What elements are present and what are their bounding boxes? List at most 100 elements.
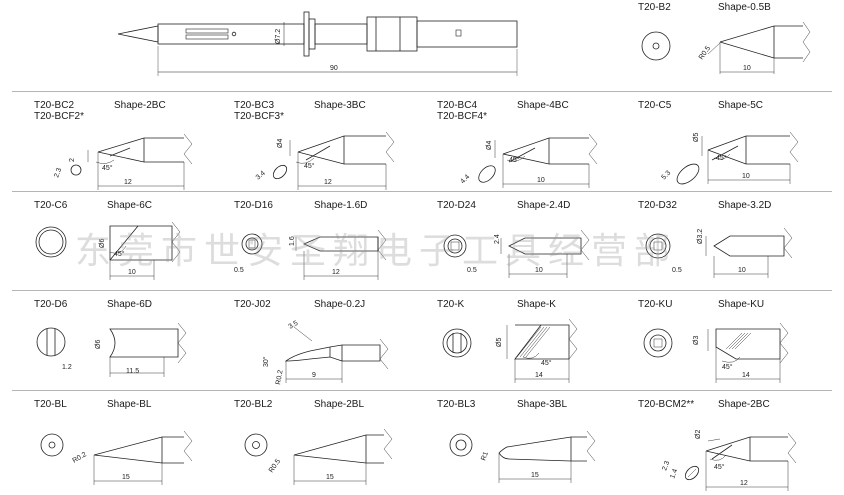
row-divider: [12, 390, 832, 391]
tip-shape-label: Shape-2BL: [314, 399, 365, 410]
dimension-label: R0.5: [268, 458, 282, 474]
tip-model-label: T20-D6: [34, 299, 68, 310]
tip-shape-label: Shape-3BC: [314, 100, 366, 111]
tip-model-label: T20-BL3: [437, 399, 476, 410]
dimension-label: 45°: [716, 154, 727, 162]
tip-model-label: T20-C5: [638, 100, 672, 111]
dimension-label: 10: [535, 267, 543, 274]
row-divider: [12, 91, 832, 92]
dimension-label: 15: [326, 474, 334, 481]
dimension-label: 10: [742, 173, 750, 180]
tip-model-label: T20-BC3 T20-BCF3*: [234, 100, 285, 122]
dimension-label: 45°: [102, 164, 113, 172]
tip-model-label: T20-D24: [437, 200, 476, 211]
dimension-label: 0.5: [234, 267, 244, 274]
dimension-label: 3.4: [255, 170, 267, 182]
tip-shape-label: Shape-4BC: [517, 100, 569, 111]
tip-shape-label: Shape-6D: [107, 299, 153, 310]
dimension-label: 2.3: [661, 460, 671, 472]
dimension-label: 45°: [722, 363, 733, 371]
tip-drawing: R0.510: [641, 21, 811, 74]
tip-drawing: Ø3.2 0.5 10: [645, 227, 793, 278]
overview-diameter-label: Ø7.2: [275, 29, 282, 44]
tip-shape-label: Shape-5C: [718, 100, 764, 111]
dimension-label: Ø4: [277, 139, 284, 148]
dimension-label: 15: [531, 472, 539, 479]
tip-shape-label: Shape-BL: [107, 399, 152, 410]
tip-cell-t20-d16: T20-D16 Shape-1.6D 1.6 0.5 12: [234, 200, 439, 296]
dimension-label: 2.3: [53, 167, 63, 179]
tip-cell-t20-bl3: T20-BL3 Shape-3BL R1 15: [437, 399, 642, 495]
tip-drawing: R1 15: [449, 430, 596, 483]
dimension-label: Ø5: [496, 338, 503, 347]
tip-overview-drawing: Ø7.2 90: [117, 11, 518, 76]
dimension-label: 1.2: [62, 364, 72, 371]
overview-length-label: 90: [330, 65, 338, 72]
tip-cell-t20-bl2: T20-BL2 Shape-2BL R0.5 15: [234, 399, 439, 495]
tip-model-label: T20-J02: [234, 299, 271, 310]
dimension-label: 9: [312, 372, 316, 379]
dimension-label: 0.5: [672, 267, 682, 274]
dimension-label: 45°: [114, 250, 125, 258]
dimension-label: Ø4: [486, 141, 493, 150]
tip-model-label: T20-K: [437, 299, 465, 310]
tip-shape-label: Shape-KU: [718, 299, 765, 310]
tip-drawing: Ø6 45° 10: [35, 221, 181, 280]
dimension-label: Ø5: [693, 133, 700, 142]
dimension-label: R1: [480, 451, 490, 462]
dimension-label: 10: [738, 267, 746, 274]
dimension-label: 3.5: [288, 320, 300, 331]
tip-shape-label: Shape-2.4D: [517, 200, 571, 211]
dimension-label: Ø6: [95, 340, 102, 349]
tip-shape-label: Shape-6C: [107, 200, 153, 211]
tip-model-label: T20-BCM2**: [638, 399, 695, 410]
dimension-label: 10: [128, 269, 136, 276]
dimension-label: 12: [324, 179, 332, 186]
dimension-label: 0.5: [467, 267, 477, 274]
dimension-label: Ø2: [695, 430, 702, 439]
dimension-label: 15: [122, 474, 130, 481]
dimension-label: Ø6: [99, 239, 106, 248]
tip-drawing: Ø61.211.5: [36, 322, 187, 377]
tip-shape-label: Shape-K: [517, 299, 556, 310]
tip-model-label: T20-BC4 T20-BCF4*: [437, 100, 488, 122]
tip-drawing: 1.6 0.5 12: [234, 229, 387, 280]
dimension-label: 1.6: [289, 236, 296, 246]
tip-shape-label: Shape-3.2D: [718, 200, 772, 211]
tip-cell-t20-c5: T20-C5 Shape-5C 5.3 Ø5 45° 10: [638, 100, 843, 196]
dimension-label: R0.5: [698, 45, 712, 61]
dimension-label: 14: [742, 372, 750, 379]
tip-shape-label: Shape-3BL: [517, 399, 568, 410]
tip-model-label: T20-BL2: [234, 399, 273, 410]
dimension-label: 5.3: [660, 170, 672, 182]
tip-shape-label: Shape-1.6D: [314, 200, 368, 211]
tip-shape-label: Shape-2BC: [114, 100, 166, 111]
dimension-label: 1.4: [669, 468, 679, 480]
tip-shape-label: Shape-2BC: [718, 399, 770, 410]
tip-cell-t20-c6: T20-C6 Shape-6C Ø6 45° 10: [34, 200, 239, 296]
dimension-label: 4.4: [459, 174, 471, 186]
tip-drawing: Ø22.31.445°12: [661, 430, 797, 491]
tip-model-label: T20-C6: [34, 200, 68, 211]
dimension-label: Ø3.2: [697, 229, 704, 244]
dimension-label: 2: [69, 158, 76, 162]
dimension-label: 12: [332, 269, 340, 276]
dimension-label: R0.2: [275, 369, 284, 385]
tip-drawing: R0.215: [40, 430, 193, 485]
dimension-label: 45°: [714, 463, 725, 471]
tip-model-label: T20-D16: [234, 200, 273, 211]
